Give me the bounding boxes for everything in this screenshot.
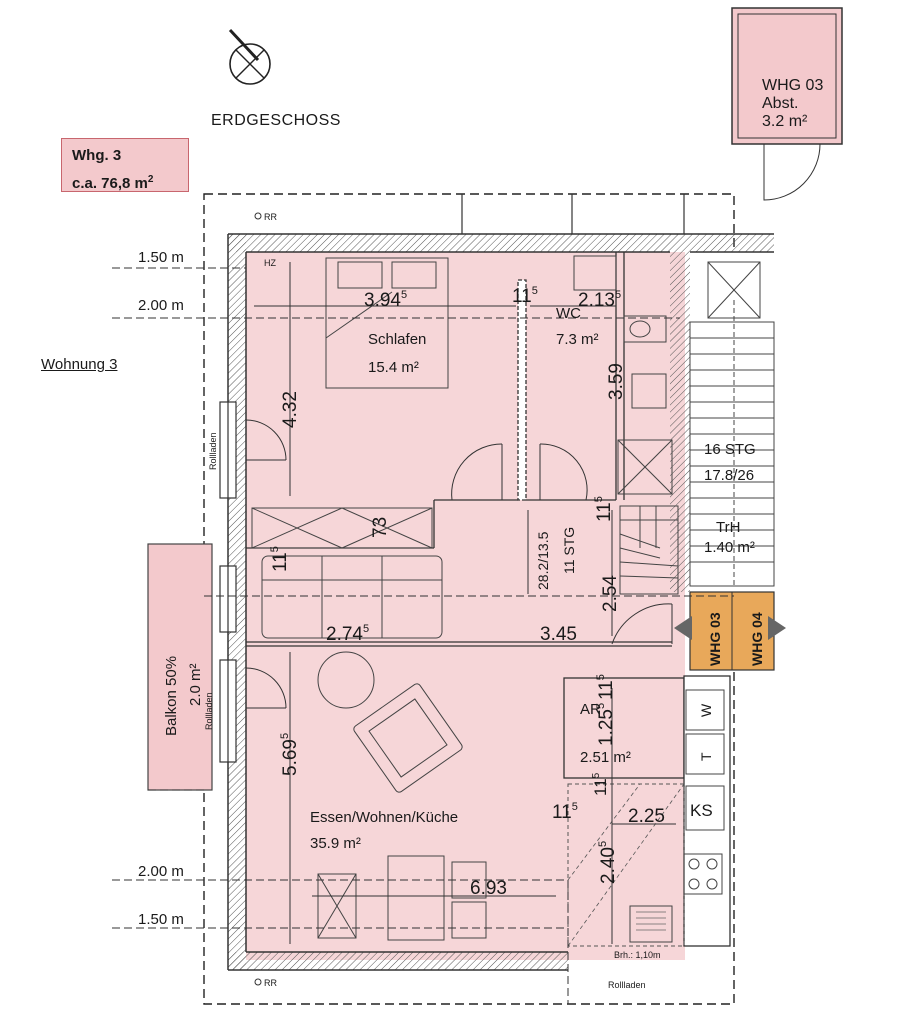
dim-11e: 115 [591,772,610,796]
top-window-bars [461,194,685,234]
outer-walls [227,233,774,971]
armchair [353,683,463,793]
room-wohnen-area: 35.9 m² [310,835,361,852]
dim-11a: 115 [512,285,538,307]
storage-line3: 3.2 m² [762,113,808,130]
unit-label: Wohnung 3 [41,356,118,373]
room-schlafen-area: 15.4 m² [368,359,419,376]
room-wc-area: 7.3 m² [556,331,599,348]
dim-432: 4.32 [280,391,301,428]
sofa [261,555,443,639]
stair-11-b: 11 STG [561,527,577,574]
storage-line2: Abst. [762,95,798,112]
dim-73: 73 [370,517,391,538]
balcony [147,543,213,791]
stair-16: 16 STG [704,441,756,458]
window-swings [245,419,287,709]
dining-set [317,855,487,941]
rollladen-bottom: Rollladen [608,980,646,990]
dim-693: 6.93 [470,878,507,899]
dim-11f: 115 [552,801,578,823]
balkon-name: Balkon 50% [163,656,180,736]
sink [629,905,673,943]
dim-240: 2.405 [597,841,619,884]
dim-394: 3.945 [364,289,407,311]
unit-box-line1: Whg. 3 [72,147,122,164]
dim-125: 1.255 [595,703,617,746]
room-wohnen: Essen/Wohnen/Küche [310,809,458,826]
rollladen-left-bottom: Rollladen [204,692,214,730]
level-150-bottom: 1.50 m [138,911,184,928]
room-schlafen: Schlafen [368,331,426,348]
storage-line1: WHG 03 [762,77,823,94]
dim-254: 2.54 [600,575,621,612]
dim-213: 2.135 [578,289,621,311]
arrow-whg03 [674,616,692,640]
dim-225: 2.25 [628,806,665,827]
storage-box [731,7,843,201]
round-table [317,651,375,709]
dim-345: 3.45 [540,624,577,645]
wardrobe [251,507,433,549]
level-150-top: 1.50 m [138,249,184,266]
level-200-bottom: 2.00 m [138,863,184,880]
dim-11d: 115 [595,674,617,700]
dim-274: 2.745 [326,623,369,645]
stove [683,853,723,895]
floor-title: ERDGESCHOSS [211,112,341,129]
room-wc: WC [556,305,581,322]
rr-bottom: RR [264,978,277,988]
appliance-ks: KS [690,801,713,820]
apartment-floor [246,252,685,960]
level-lines [112,267,734,1004]
main-stair [689,261,775,587]
room-ar: AR [580,701,601,718]
dimension-lines [254,262,676,944]
room-ar-area: 2.51 m² [580,749,631,766]
window-bottom-note: Brh.: 1,10m [614,950,661,960]
hz-marker: HZ [264,258,276,268]
interior-doors [451,443,673,645]
level-200-top: 2.00 m [138,297,184,314]
balkon-area: 2.0 m² [187,663,204,706]
dim-569: 5.695 [279,733,301,776]
stair-17: 17.8/26 [704,467,754,484]
dim-11c: 115 [593,496,615,522]
door-whg04: WHG 04 [749,612,765,666]
unit-info-box: Whg. 3 c.a. 76,8 m2 [61,138,189,192]
appliance-boxes [685,689,725,831]
rr-top: RR [264,212,277,222]
bed [325,257,449,389]
windows-left [219,401,237,763]
appliance-w: W [698,703,714,717]
rollladen-left-top: Rollladen [208,432,218,470]
room-trh: TrH [716,519,740,536]
compass-icon [228,28,271,85]
arrow-whg04 [768,616,786,640]
stair-11-a: 28.2/13.5 [535,531,551,590]
dim-359: 3.59 [606,363,627,400]
wc-fixtures [573,255,673,495]
dim-11b: 115 [269,546,291,572]
room-trh-area: 1.40 m² [704,539,755,556]
spiral-stair [619,505,679,595]
door-whg03: WHG 03 [707,612,723,666]
unit-box-line2: c.a. 76,8 m2 [72,174,154,192]
interior-walls [246,252,731,947]
appliance-t: T [698,752,714,761]
